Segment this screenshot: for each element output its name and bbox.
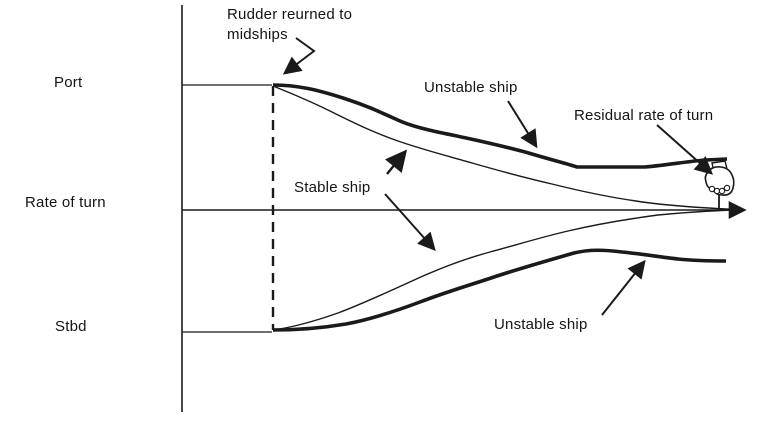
curve-stable-ship-port <box>272 85 745 211</box>
curve-unstable-ship-stbd <box>272 248 727 332</box>
unstable-bottom-leader-arrow <box>601 259 646 316</box>
stable-ship-label: Stable ship <box>294 179 371 196</box>
rate-of-turn-axis-label: Rate of turn <box>25 194 106 211</box>
port-axis-label: Port <box>54 74 83 91</box>
stable-upper-leader-arrow <box>385 149 408 175</box>
residual-leader-arrow <box>656 124 714 175</box>
unstable-ship-bottom-label: Unstable ship <box>494 316 588 333</box>
curve-unstable-ship-port <box>272 83 728 169</box>
fist-icon <box>704 160 735 196</box>
rudder-leader-arrow <box>282 37 316 75</box>
curve-stable-ship-stbd <box>272 209 745 331</box>
unstable-top-leader-arrow <box>507 100 538 149</box>
residual-rate-of-turn-label: Residual rate of turn <box>574 107 714 124</box>
stable-lower-leader-arrow <box>384 193 436 252</box>
stbd-axis-label: Stbd <box>55 318 87 335</box>
rudder-event-label: Rudder reurned to midships <box>227 6 353 43</box>
unstable-ship-top-label: Unstable ship <box>424 79 518 96</box>
